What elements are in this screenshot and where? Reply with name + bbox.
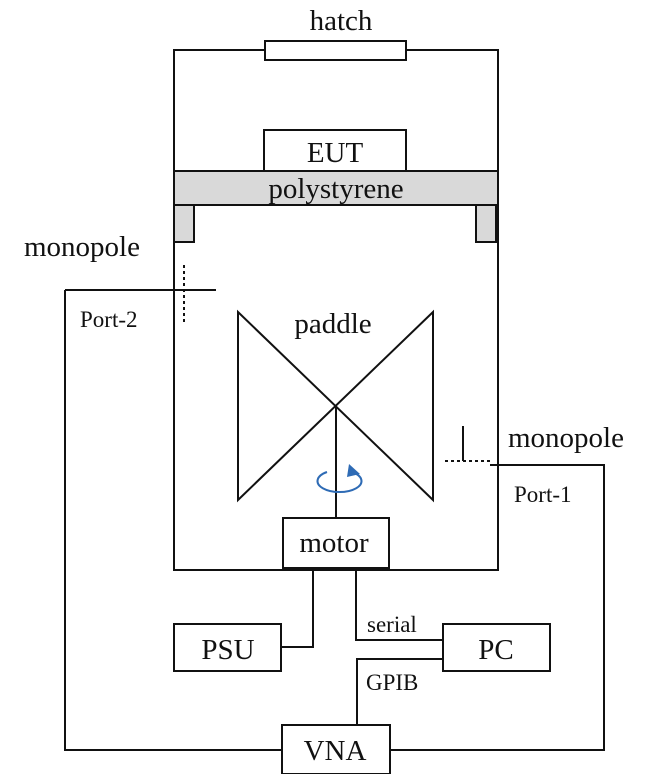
psu-box [173, 623, 282, 672]
polystyrene-slab [173, 170, 499, 206]
port1-label: Port-1 [514, 482, 572, 507]
monopole-left-label: monopole [24, 231, 140, 263]
serial-label: serial [367, 612, 417, 637]
hatch-label: hatch [310, 5, 373, 37]
pc-box [442, 623, 551, 672]
paddle-label: paddle [294, 308, 371, 340]
wire-pc-vna-gpib [356, 658, 443, 725]
support-leg-right [475, 204, 497, 243]
wire-port2-vna [64, 290, 282, 751]
vna-label: VNA [304, 735, 367, 767]
pc-label: PC [478, 634, 513, 666]
gpib-label: GPIB [366, 670, 418, 695]
monopole-right-label: monopole [508, 422, 624, 454]
wire-motor-pc-serial [355, 568, 443, 641]
motor-box [282, 517, 390, 569]
paddle-shape [237, 309, 434, 503]
wire-port1-vna [390, 464, 605, 751]
hatch-box [264, 40, 407, 61]
rotation-arrow-icon [316, 464, 363, 494]
psu-label: PSU [201, 634, 254, 666]
eut-label: EUT [307, 137, 364, 169]
support-leg-left [173, 204, 195, 243]
wire-motor-psu [281, 568, 314, 648]
motor-label: motor [299, 527, 369, 559]
polystyrene-label: polystyrene [268, 173, 403, 205]
port2-label: Port-2 [80, 307, 138, 332]
